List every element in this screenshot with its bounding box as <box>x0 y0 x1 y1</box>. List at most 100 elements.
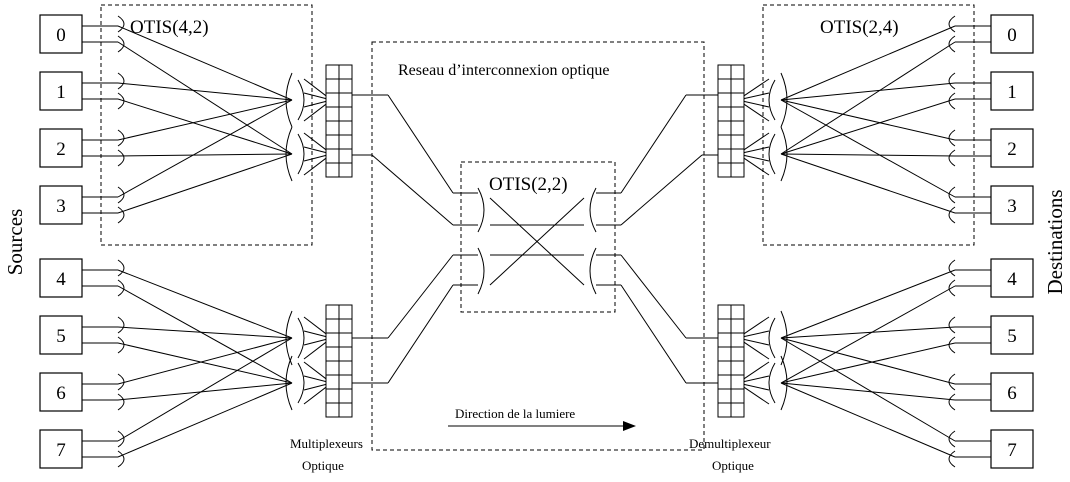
demux-output <box>743 157 770 176</box>
multiplexer-grids <box>325 64 745 418</box>
destination-box <box>990 315 1034 355</box>
collector-lens <box>768 133 776 175</box>
demultiplexer-cell <box>717 148 732 164</box>
source-lens <box>117 279 125 297</box>
collector-lens <box>768 362 776 404</box>
mux-input <box>303 78 327 97</box>
center-link <box>489 197 585 286</box>
center-lens <box>477 187 485 233</box>
fan-line <box>780 99 956 198</box>
fan-line <box>780 326 956 339</box>
demultiplexer-cell <box>717 332 732 348</box>
source-box <box>39 258 83 298</box>
demultiplexer-cell <box>730 318 745 334</box>
destination-box <box>990 429 1034 469</box>
source-lens <box>948 450 956 468</box>
source-lens <box>948 279 956 297</box>
source-lens <box>117 450 125 468</box>
multiplexer-cell <box>338 64 353 80</box>
fan-line <box>117 382 293 458</box>
demux-output <box>743 386 770 405</box>
source-lens <box>948 430 956 448</box>
demultiplexer-cell <box>730 346 745 362</box>
destination-number: 4 <box>1007 269 1017 290</box>
demultiplexer-cell <box>730 106 745 122</box>
multiplexer-cell <box>325 346 340 362</box>
source-box <box>39 372 83 412</box>
network-link <box>620 94 687 194</box>
destination-number: 5 <box>1007 326 1017 347</box>
fan-line <box>117 337 293 442</box>
source-lens <box>117 206 125 224</box>
fan-line <box>780 99 956 141</box>
network-frame <box>371 41 705 451</box>
source-lens <box>117 259 125 277</box>
multiplexer-cell <box>325 106 340 122</box>
demultiplexer-cell <box>717 346 732 362</box>
fan-line <box>117 153 293 157</box>
source-lens <box>117 316 125 334</box>
multiplexer-cell <box>338 304 353 320</box>
otis-2-4-frame <box>762 4 975 246</box>
demux-output <box>743 146 770 154</box>
center-lens <box>589 247 597 295</box>
collector-lens <box>768 317 776 359</box>
source-number: 3 <box>56 196 66 217</box>
fan-line <box>117 99 293 141</box>
network-link <box>387 284 454 384</box>
destination-box <box>990 71 1034 111</box>
network-link <box>371 154 454 226</box>
fan-line <box>780 382 956 458</box>
fan-line <box>117 269 293 339</box>
source-number: 7 <box>56 440 66 461</box>
demux-output <box>743 361 770 380</box>
collector-lens <box>297 133 305 175</box>
demux-output <box>743 338 770 346</box>
multiplexer-cell <box>338 148 353 164</box>
multiplexer-cell <box>338 134 353 150</box>
fan-line <box>780 82 956 101</box>
multiplexer-cell <box>338 346 353 362</box>
otis-2-2-label: OTIS(2,2) <box>489 174 568 195</box>
demultiplexer-cell <box>730 92 745 108</box>
source-box <box>39 315 83 355</box>
multiplexer-cell <box>338 388 353 404</box>
fan-line <box>117 98 293 155</box>
demultiplexer-cell <box>717 78 732 94</box>
source-lens <box>948 393 956 411</box>
demultiplexer-cell <box>730 148 745 164</box>
multiplexer-cell <box>325 162 340 178</box>
demultiplexer-cell <box>717 374 732 390</box>
mux-input <box>303 316 327 335</box>
mux-input <box>303 103 327 122</box>
source-lens <box>117 15 125 33</box>
fan-line <box>780 337 956 442</box>
fan-line <box>117 337 293 385</box>
sources-label: Sources <box>3 209 27 276</box>
fan-line <box>117 153 293 214</box>
demultiplexer-cell <box>730 374 745 390</box>
destination-number: 2 <box>1007 139 1017 160</box>
source-lens <box>948 259 956 277</box>
mux-label-line1: Multiplexeurs <box>290 436 363 451</box>
network-link <box>387 94 454 194</box>
source-lens <box>948 186 956 204</box>
mux-input <box>303 146 327 154</box>
otis-2-2-frame <box>460 161 616 313</box>
fan-line <box>117 82 293 101</box>
demultiplexer-cell <box>717 402 732 418</box>
center-lens <box>477 247 485 295</box>
destination-number: 1 <box>1007 82 1017 103</box>
demux-output <box>743 316 770 335</box>
source-number: 1 <box>56 82 66 103</box>
fan-line <box>780 269 956 339</box>
fan-line <box>117 25 293 101</box>
demux-output <box>743 383 770 391</box>
demultiplexer-cell <box>730 360 745 376</box>
source-lens <box>948 129 956 147</box>
fan-line <box>780 153 956 157</box>
demultiplexer-cell <box>730 162 745 178</box>
fiber-connections <box>82 25 991 458</box>
multiplexer-cell <box>325 78 340 94</box>
otis-2-4-label: OTIS(2,4) <box>820 17 899 38</box>
